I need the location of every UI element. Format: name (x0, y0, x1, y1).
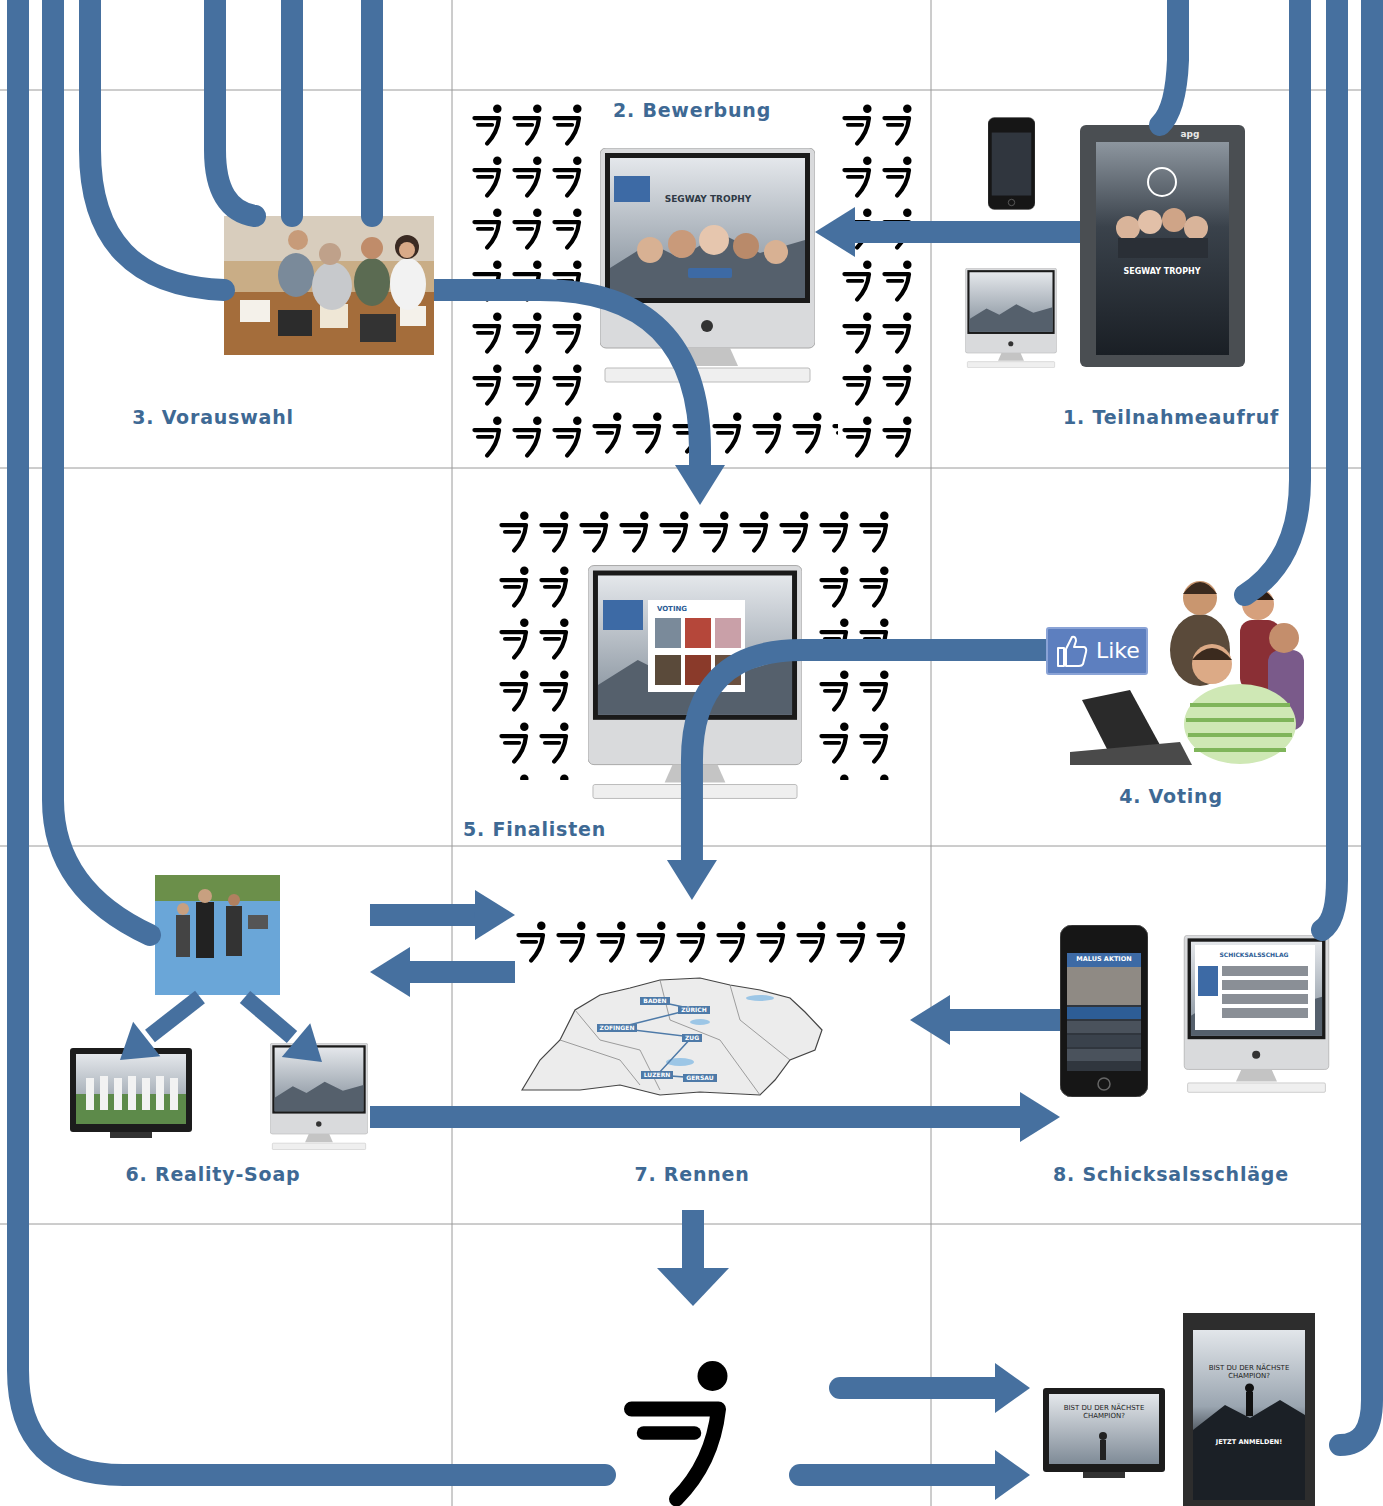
image-text: ZOFINGEN (597, 1024, 638, 1033)
image-text: SCHICKSALSSCHLAG (1219, 952, 1288, 959)
stage-area: 3. Vorauswahl (224, 216, 434, 355)
arrow-head (675, 465, 725, 505)
image-text: SEGWAY TROPHY (665, 194, 752, 204)
image-text: GERSAU (683, 1074, 716, 1083)
stage-label: 7. Rennen (634, 1163, 749, 1186)
stage-area: 2. Bewerbung (600, 148, 815, 380)
flow-arrow (434, 290, 725, 505)
stage-label: 2. Bewerbung (613, 99, 771, 122)
stage-label: 3. Vorauswahl (132, 406, 294, 429)
flow-line (434, 290, 700, 465)
stage-area: 6. Reality-Soap (70, 875, 370, 1150)
flow-line (950, 1009, 1060, 1031)
stage-area: 7. Rennen (515, 900, 910, 1095)
like-button: Like (1046, 627, 1148, 675)
arrow-head (1020, 1092, 1060, 1142)
flow-arrow (370, 1092, 1060, 1142)
flow-arrow (815, 207, 1080, 257)
arrow-head (667, 860, 717, 900)
arrow-head (370, 947, 410, 997)
flow-line (692, 650, 1070, 860)
image-text: MALUS AKTION (1076, 956, 1132, 963)
image-text: BIST DU DER NÄCHSTE CHAMPION? (1201, 1364, 1297, 1380)
image-text: LUZERN (641, 1071, 674, 1080)
flow-line (410, 961, 515, 983)
image-text: VOTING (657, 605, 687, 613)
image-text: apg (1181, 129, 1200, 139)
image-text: SEGWAY TROPHY (1123, 267, 1200, 276)
arrow-head (815, 207, 855, 257)
stage-area: 5. Finalisten (495, 505, 895, 800)
flow-line (370, 904, 475, 926)
flow-arrow (370, 890, 515, 940)
arrow-head (475, 890, 515, 940)
like-thumb-icon (1055, 633, 1089, 669)
image-text: ZÜRICH (678, 1006, 710, 1015)
stage-label: 5. Finalisten (463, 818, 606, 841)
stage-label: 6. Reality-Soap (126, 1163, 301, 1186)
stage-area: 8. Schicksalsschläge (1060, 920, 1335, 1140)
stage-label: 4. Voting (1119, 785, 1223, 808)
stage-area: 1. Teilnahmeaufruf (1080, 125, 1245, 367)
image-text: BIST DU DER NÄCHSTE CHAMPION? (1058, 1404, 1150, 1420)
arrow-head (910, 995, 950, 1045)
image-text: ZUG (682, 1034, 702, 1043)
stage-label: 8. Schicksalsschläge (1053, 1163, 1289, 1186)
flow-line (370, 1106, 1020, 1128)
stage-label: 1. Teilnahmeaufruf (1063, 406, 1279, 429)
flow-line (855, 221, 1080, 243)
image-text: BADEN (640, 997, 669, 1006)
flow-arrow (667, 650, 1070, 900)
image-text: JETZT ANMELDEN! (1216, 1439, 1282, 1446)
flow-arrow (370, 947, 515, 997)
flow-arrow (910, 995, 1060, 1045)
